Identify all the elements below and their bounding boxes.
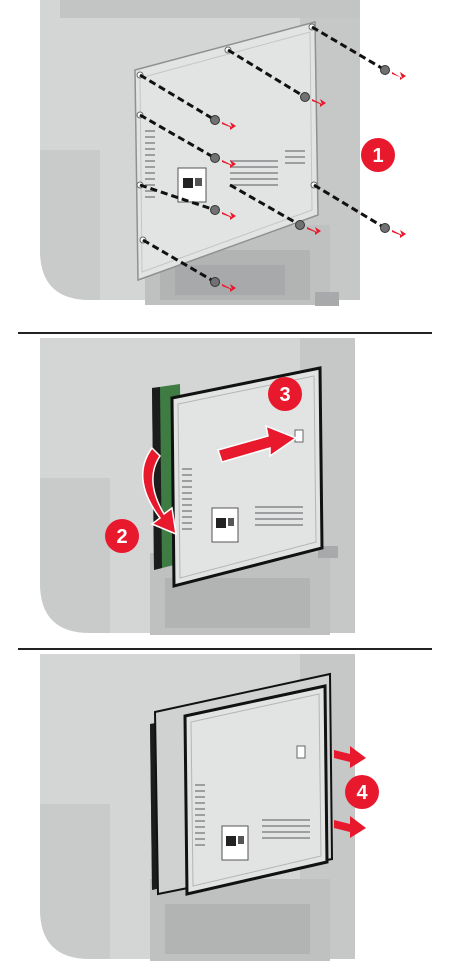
step-2-3-panel: 2 3	[0, 338, 450, 638]
step-badge: 2	[105, 519, 139, 553]
pull-out-arrow-icon	[334, 746, 366, 838]
step-4-illustration: 4	[40, 654, 379, 961]
step-badge: 3	[268, 377, 302, 411]
screw-removal-icon	[222, 72, 406, 292]
step-divider	[18, 332, 432, 334]
step-1-illustration: 1	[40, 0, 406, 306]
step-divider	[18, 648, 432, 650]
cover-vents	[145, 130, 305, 198]
step-badge: 1	[361, 138, 395, 172]
step-2-3-illustration: 2 3	[40, 338, 355, 635]
step-4-panel: 4	[0, 654, 450, 965]
svg-text:3: 3	[279, 384, 290, 406]
svg-text:2: 2	[116, 526, 127, 548]
svg-text:4: 4	[356, 782, 368, 804]
svg-text:1: 1	[372, 145, 383, 167]
step-badge: 4	[345, 775, 379, 809]
step-1-panel: 1	[0, 0, 450, 330]
screw-path-lines	[139, 25, 386, 284]
tilt-arrow-icon	[141, 446, 177, 536]
controller-cover	[134, 21, 319, 282]
slide-arrow-icon	[217, 424, 298, 463]
controller-cover	[183, 684, 329, 896]
screw-icon	[210, 65, 390, 287]
